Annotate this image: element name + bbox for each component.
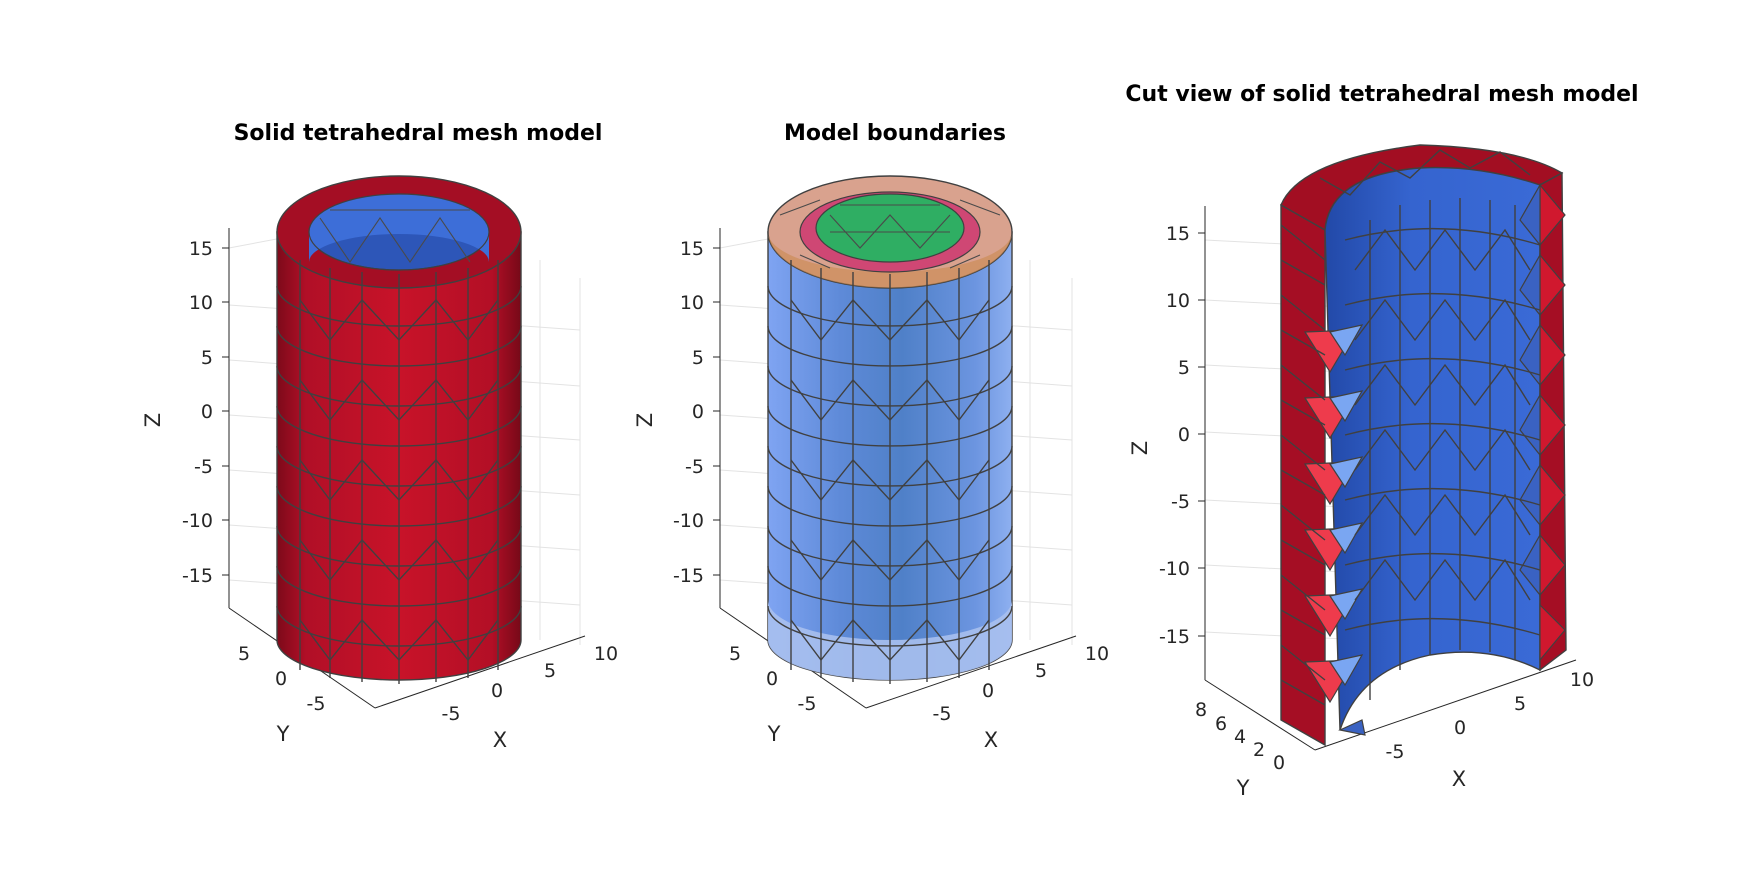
x-tick-labels: -5 0 5 10 [442, 643, 619, 725]
x-tick: 0 [1454, 717, 1466, 739]
z-tick: 0 [1178, 424, 1190, 446]
panel-title: Model boundaries [784, 121, 1006, 146]
z-tick: 15 [680, 238, 704, 260]
z-axis-label: Z [1128, 441, 1152, 455]
x-tick: 0 [491, 680, 503, 702]
left-cut-teeth [1303, 324, 1366, 736]
z-tick: -10 [1159, 558, 1190, 580]
right-cut-teeth [1519, 182, 1566, 662]
x-tick: 5 [1035, 660, 1047, 682]
y-tick: -5 [307, 693, 326, 715]
x-axis-label: X [984, 728, 998, 752]
x-tick-labels: -5 0 5 10 [1386, 669, 1595, 763]
z-tick: -10 [673, 510, 704, 532]
z-tick: 0 [201, 401, 213, 423]
cut-cylinder-mesh [1280, 144, 1567, 747]
y-tick: 2 [1253, 739, 1265, 761]
x-tick: 5 [1514, 693, 1526, 715]
x-tick-labels: -5 0 5 10 [933, 643, 1110, 725]
z-tick: 5 [1178, 357, 1190, 379]
outer-wire [1280, 149, 1531, 706]
z-tick: 10 [189, 292, 213, 314]
y-axis-label: Y [276, 722, 290, 746]
z-tick: 15 [1166, 223, 1190, 245]
z-tick: 0 [692, 401, 704, 423]
z-tick: -5 [685, 456, 704, 478]
z-axis-label: Z [141, 413, 165, 427]
y-tick: 0 [1273, 752, 1285, 774]
y-tick: 5 [729, 643, 741, 665]
y-tick: 0 [275, 668, 287, 690]
panel-title: Solid tetrahedral mesh model [234, 121, 603, 146]
y-tick: 6 [1215, 713, 1227, 735]
x-tick: -5 [933, 703, 952, 725]
z-tick-labels: 15 10 5 0 -5 -10 -15 [673, 238, 704, 587]
top-wire [779, 199, 1001, 269]
x-tick: 10 [1085, 643, 1109, 665]
x-tick: 5 [544, 660, 556, 682]
z-tick: 5 [201, 347, 213, 369]
panel-cut-view: Cut view of solid tetrahedral mesh model [1125, 82, 1638, 800]
z-tick: 5 [692, 347, 704, 369]
body-wire [767, 260, 1013, 684]
x-tick: -5 [1386, 741, 1405, 763]
z-tick: -15 [1159, 626, 1190, 648]
inner-wire [1344, 198, 1541, 700]
y-tick: 8 [1195, 699, 1207, 721]
body-wire [276, 260, 522, 684]
z-axis-label: Z [633, 413, 657, 427]
z-tick: -10 [182, 510, 213, 532]
y-tick: 0 [766, 668, 778, 690]
y-tick-labels: 8 6 4 2 0 [1195, 699, 1285, 774]
z-tick: 10 [1166, 290, 1190, 312]
y-tick-labels: 5 0 -5 [729, 643, 817, 715]
y-axis-label: Y [767, 722, 781, 746]
x-tick: -5 [442, 703, 461, 725]
z-tick-labels: 15 10 5 0 -5 -10 -15 [1159, 223, 1190, 648]
y-tick-labels: 5 0 -5 [238, 643, 326, 715]
z-tick: -5 [1171, 491, 1190, 513]
z-tick: -5 [194, 456, 213, 478]
z-tick: 15 [189, 238, 213, 260]
x-axis-label: X [493, 728, 507, 752]
x-tick: 10 [1570, 669, 1594, 691]
inner-wire [319, 209, 471, 263]
red-cylinder-mesh [276, 175, 522, 684]
z-tick: -15 [182, 565, 213, 587]
x-axis-label: X [1452, 767, 1466, 791]
x-tick: 0 [982, 680, 994, 702]
boundary-cylinder-mesh [767, 175, 1013, 684]
y-tick: 5 [238, 643, 250, 665]
y-axis-label: Y [1236, 776, 1250, 800]
y-tick: 4 [1234, 726, 1246, 748]
panel-model-boundaries: Model boundaries 15 [633, 121, 1109, 752]
axes-lines [1198, 206, 1577, 751]
panel-solid-mesh: Solid tetrahedral mesh model [141, 121, 618, 752]
z-tick-labels: 15 10 5 0 -5 -10 -15 [182, 238, 213, 587]
y-tick: -5 [798, 693, 817, 715]
z-tick: -15 [673, 565, 704, 587]
z-tick: 10 [680, 292, 704, 314]
panel-title: Cut view of solid tetrahedral mesh model [1125, 82, 1638, 107]
x-tick: 10 [594, 643, 618, 665]
